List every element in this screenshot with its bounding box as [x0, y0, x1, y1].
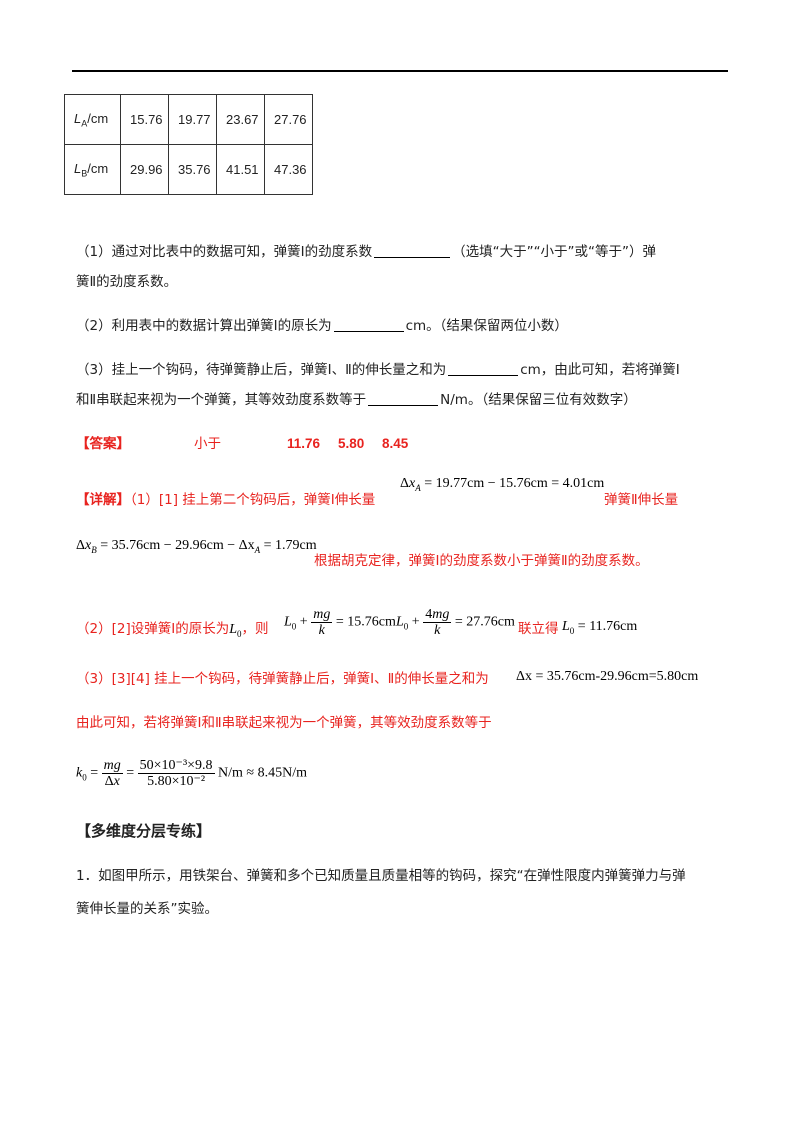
question-1-line-1: （1）通过对比表中的数据可知，弹簧Ⅰ的劲度系数（选填“大于”“小于”或“等于”）…: [76, 243, 657, 260]
formula-delta-xa: ΔxA = 19.77cm − 15.76cm = 4.01cm: [400, 476, 605, 493]
detail-line-4: （3）[3][4] 挂上一个钩码，待弹簧静止后，弹簧Ⅰ、Ⅱ的伸长量之和为: [76, 671, 489, 687]
table-cell: 23.67: [216, 94, 265, 145]
detail-line-3: （2）[2]设弹簧Ⅰ的原长为L0，则: [76, 621, 269, 639]
detail-line-2: 根据胡克定律，弹簧Ⅰ的劲度系数小于弹簧Ⅱ的劲度系数。: [314, 553, 649, 569]
data-table: LA/cm 15.76 19.77 23.67 27.76 LB/cm 29.9…: [64, 94, 313, 195]
answer-blank: [374, 243, 451, 258]
table-cell: 35.76: [168, 144, 217, 195]
detail-line-3-join: 联立得: [518, 621, 559, 637]
row-label: LB/cm: [64, 144, 121, 195]
question-1-line-2: 簧Ⅱ的劲度系数。: [76, 274, 178, 290]
table-cell: 29.96: [120, 144, 169, 195]
formula-delta-x: Δx = 35.76cm-29.96cm=5.80cm: [516, 669, 699, 684]
row-label: LA/cm: [64, 94, 121, 145]
answer-blank: [368, 391, 439, 406]
table-row: LB/cm 29.96 35.76 41.51 47.36: [64, 144, 313, 195]
header-rule: [72, 70, 728, 72]
table-cell: 19.77: [168, 94, 217, 145]
table-cell: 47.36: [264, 144, 313, 195]
practice-question-1-line-2: 簧伸长量的关系”实验。: [76, 901, 218, 917]
table-row: LA/cm 15.76 19.77 23.67 27.76: [64, 94, 313, 145]
formula-delta-xb: ΔxB = 35.76cm − 29.96cm − ΔxA = 1.79cm: [76, 538, 317, 555]
table-cell: 41.51: [216, 144, 265, 195]
table-cell: 27.76: [264, 94, 313, 145]
detail-line-1-tail: 弹簧Ⅱ伸长量: [604, 492, 679, 508]
practice-question-1-line-1: 1．如图甲所示，用铁架台、弹簧和多个已知质量且质量相等的钩码，探究“在弹性限度内…: [76, 868, 686, 884]
answer-line: 【答案】 小于 11.76 5.80 8.45: [76, 436, 409, 452]
answer-blank: [448, 361, 519, 376]
detail-line-1: 【详解】（1）[1] 挂上第二个钩码后，弹簧Ⅰ伸长量: [76, 492, 376, 508]
detail-line-5: 由此可知，若将弹簧Ⅰ和Ⅱ串联起来视为一个弹簧，其等效劲度系数等于: [76, 715, 492, 731]
formula-l0-result: L0 = 11.76cm: [562, 619, 638, 636]
table-cell: 15.76: [120, 94, 169, 145]
section-title: 【多维度分层专练】: [76, 822, 212, 840]
answer-blank: [333, 317, 404, 332]
